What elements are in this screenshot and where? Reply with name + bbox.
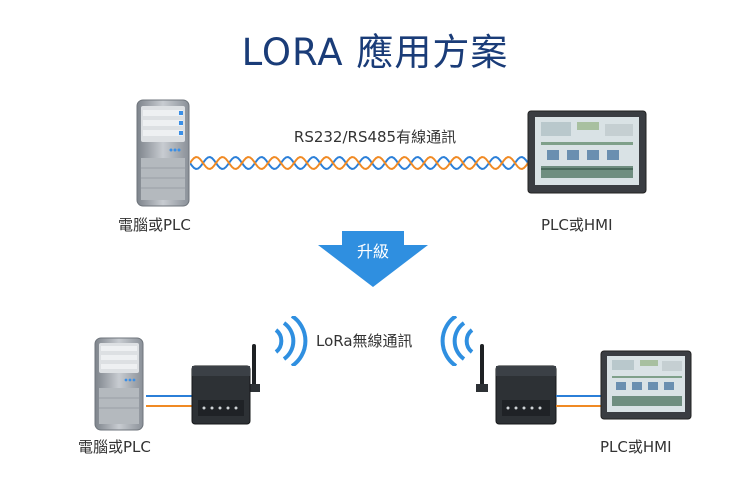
top-left-label: 電腦或PLC xyxy=(118,216,191,234)
server-top xyxy=(136,99,190,207)
twisted-cable xyxy=(190,155,528,171)
hmi-panel-bottom xyxy=(600,350,692,420)
wireless-wave-right-icon xyxy=(274,316,308,366)
upgrade-arrow-icon xyxy=(318,231,428,287)
wireless-wave-left-icon xyxy=(440,316,474,366)
top-right-label: PLC或HMI xyxy=(541,216,613,234)
server-bottom xyxy=(94,337,144,431)
upgrade-label: 升級 xyxy=(356,242,389,261)
hmi-panel-top xyxy=(527,110,647,194)
bottom-right-label: PLC或HMI xyxy=(600,438,672,456)
lora-device-left xyxy=(191,344,260,425)
cable-bottom-right xyxy=(556,395,602,407)
cable-bottom-left xyxy=(146,395,194,407)
wired-link-label: RS232/RS485有線通訊 xyxy=(293,128,457,146)
page-title: LORA 應用方案 xyxy=(241,31,509,74)
lora-device-right xyxy=(476,344,557,425)
wireless-link-label: LoRa無線通訊 xyxy=(316,332,413,350)
bottom-left-label: 電腦或PLC xyxy=(78,438,151,456)
